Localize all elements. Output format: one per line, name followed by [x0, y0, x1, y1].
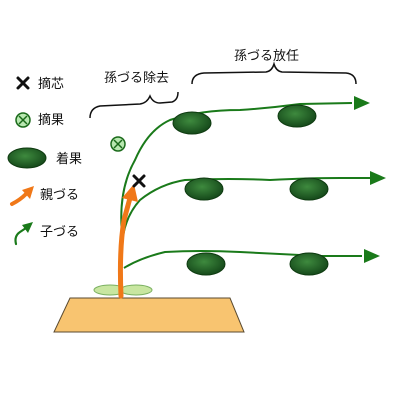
cotyledons — [93, 284, 153, 296]
fruit — [277, 104, 317, 128]
legend-label-lateral-vine: 子づる — [40, 225, 79, 240]
soil-bed — [53, 297, 245, 333]
legend-label-main-vine: 親づる — [40, 188, 79, 203]
grandchild-removal-annotation: 孫づる除去 — [89, 71, 179, 119]
lateral-vine-middle — [121, 177, 372, 251]
legend-label-fruit-set: 着果 — [56, 151, 82, 167]
grandchild-free-annotation: 孫づる放任 — [191, 49, 357, 85]
grandchild-free-label: 孫づる放任 — [234, 49, 299, 64]
grandchild-removal-label: 孫づる除去 — [104, 71, 169, 86]
main-vine — [117, 184, 138, 299]
legend: 摘芯 摘果 着果 親づる 子づる — [7, 76, 82, 246]
pinch-icon — [16, 76, 30, 90]
fruit — [172, 111, 212, 135]
legend-label-fruit-removal: 摘果 — [38, 112, 64, 128]
lateral-vines — [120, 102, 372, 269]
fruit — [184, 177, 224, 201]
fruit-removal-mark — [110, 136, 126, 152]
fruits — [172, 104, 329, 276]
fruit — [289, 252, 329, 276]
fruit-removal-icon — [15, 112, 31, 128]
legend-label-pinch: 摘芯 — [38, 76, 64, 92]
lateral-vine-arrowheads — [354, 96, 386, 263]
fruit — [289, 177, 329, 201]
lateral-vine-arrow-icon — [14, 222, 33, 246]
pinch-mark — [132, 174, 146, 188]
fruit-set-icon — [7, 147, 47, 169]
fruit — [186, 252, 226, 276]
lateral-vine-top — [120, 102, 353, 235]
main-vine-arrow-icon — [10, 186, 34, 206]
lateral-vine-bottom — [123, 250, 362, 269]
